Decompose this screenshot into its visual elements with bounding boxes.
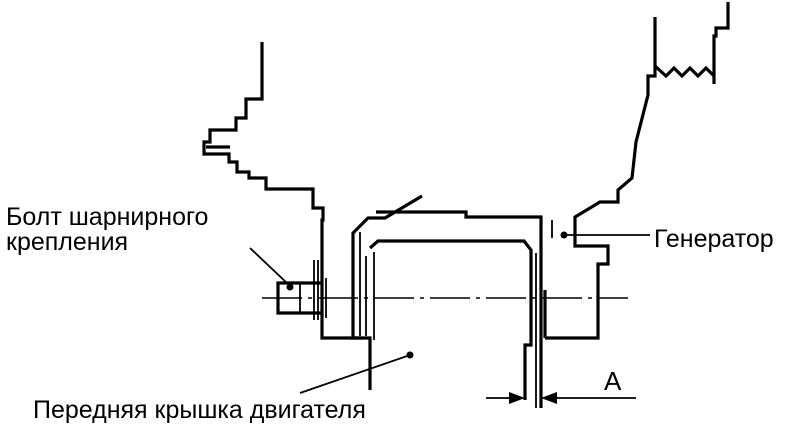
leader-lines (249, 231, 650, 394)
bolt-leader-dot (286, 283, 294, 291)
gap-a-label: A (604, 366, 622, 396)
bolt-label-line1: Болт шарнирного (6, 203, 209, 231)
gap-dimension (486, 392, 636, 404)
alternator-housing (543, 2, 730, 340)
pivot-bolt (276, 260, 327, 320)
bolt-label-line2: крепления (6, 228, 129, 256)
engine-bracket (202, 42, 372, 390)
generator-leader-dot (560, 231, 568, 239)
cover-leader-dot (406, 351, 414, 359)
front-cover-label: Передняя крышка двигателя (33, 396, 366, 424)
generator-label: Генератор (654, 225, 774, 253)
front-engine-cover (351, 194, 543, 408)
